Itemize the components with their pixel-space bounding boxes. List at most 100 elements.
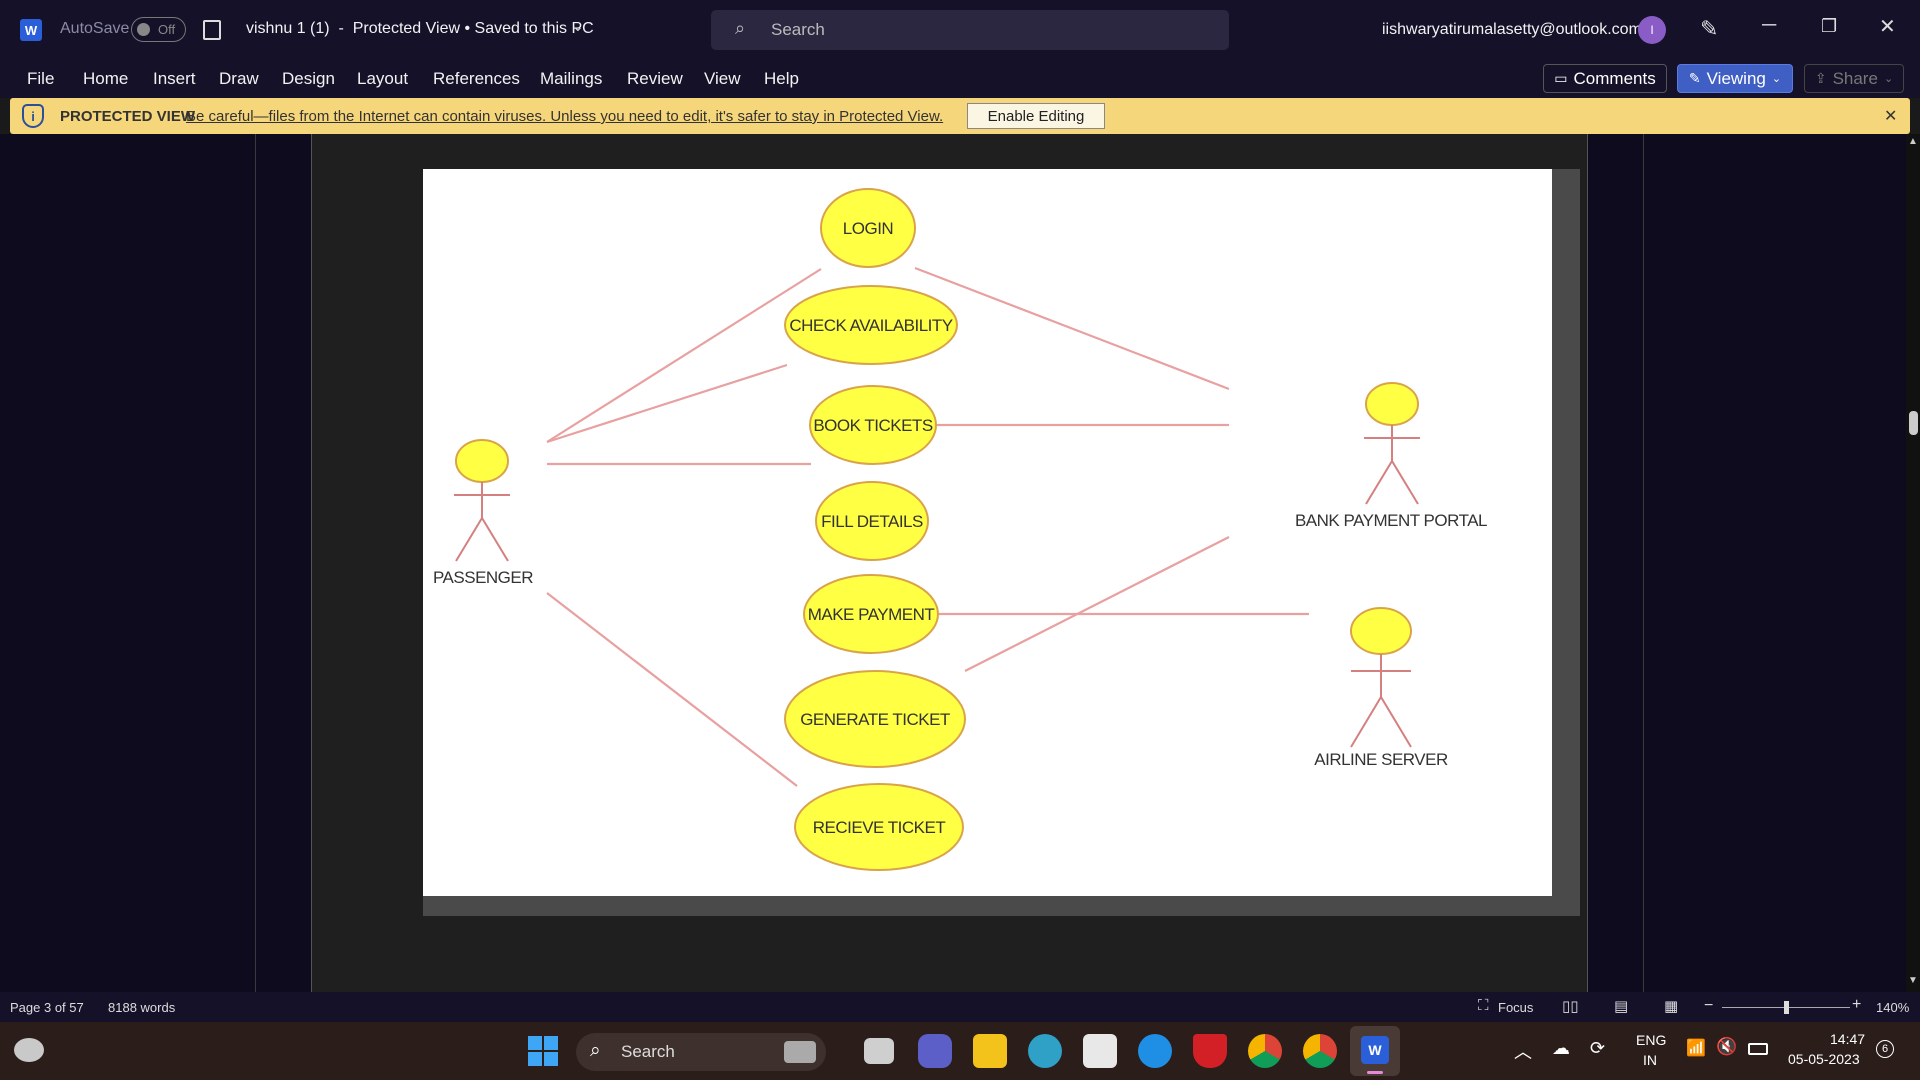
microsoft-store-icon[interactable] [1083,1034,1117,1068]
volume-muted-icon[interactable]: 🔇 [1716,1037,1738,1056]
web-layout-icon[interactable]: ▦ [1664,998,1679,1015]
usecase-check-availability-label: CHECK AVAILABILITY [789,316,952,335]
line-passenger-recieve-ticket [546,592,798,787]
usecase-book-tickets-label: BOOK TICKETS [813,416,932,435]
viewing-button[interactable]: ✎ Viewing ⌄ [1677,64,1793,93]
restore-icon[interactable]: ❐ [1821,16,1838,36]
tab-draw[interactable]: Draw [219,69,259,88]
protected-view-message[interactable]: Be careful—files from the Internet can c… [186,108,944,125]
start-button-icon[interactable] [528,1036,558,1066]
minimize-icon[interactable]: ─ [1762,14,1777,36]
clock-time[interactable]: 14:47 [1830,1031,1866,1047]
page-edge-left [311,134,312,992]
chrome-icon[interactable] [1248,1034,1282,1068]
shield-info-icon: i [22,104,44,128]
page-count[interactable]: Page 3 of 57 [10,1000,84,1015]
actor-bank-head [1365,382,1419,426]
help-icon[interactable] [1138,1034,1172,1068]
sync-icon[interactable]: ⟳ [1590,1038,1606,1058]
close-icon[interactable]: ✕ [1879,16,1896,38]
comment-icon: ▭ [1554,70,1568,86]
taskbar-search-box[interactable]: ⌕ Search [576,1033,826,1071]
print-layout-icon[interactable]: ▤ [1614,998,1629,1015]
usecase-recieve-ticket-label: RECIEVE TICKET [813,818,946,837]
word-count[interactable]: 8188 words [108,1000,176,1015]
avatar[interactable]: I [1638,16,1666,44]
usecase-recieve-ticket-ellipse [794,783,964,871]
tab-design[interactable]: Design [282,69,335,88]
usecase-login-ellipse [820,188,916,268]
document-title[interactable]: vishnu 1 (1) - Protected View • Saved to… [246,20,594,37]
enable-editing-button[interactable]: Enable Editing [967,103,1105,129]
tab-help[interactable]: Help [764,69,799,88]
onedrive-icon[interactable]: ☁ [1552,1038,1570,1058]
word-app-icon: W [1361,1036,1389,1064]
zoom-slider-thumb[interactable] [1784,1001,1789,1014]
weather-icon[interactable] [14,1038,44,1062]
tab-mailings[interactable]: Mailings [540,69,603,88]
tab-home[interactable]: Home [83,69,129,88]
mcafee-icon[interactable] [1193,1034,1227,1068]
zoom-out-icon[interactable]: − [1704,997,1714,1014]
tab-insert[interactable]: Insert [153,69,196,88]
actor-airline-head [1350,607,1412,655]
margin-guide-left [255,134,256,992]
usecase-generate-ticket-label: GENERATE TICKET [800,710,950,729]
tab-view[interactable]: View [704,69,741,88]
ribbon-tabs: File Home Insert Draw Design Layout Refe… [0,60,1920,98]
word-taskbar-active[interactable]: W [1350,1026,1400,1076]
focus-label[interactable]: Focus [1498,1000,1534,1015]
zoom-slider[interactable] [1722,1001,1850,1014]
usecase-generate-ticket-ellipse [784,670,966,768]
protected-view-bar: i PROTECTED VIEW Be careful—files from t… [10,98,1910,134]
clock-date[interactable]: 05-05-2023 [1788,1051,1860,1067]
task-view-icon[interactable] [864,1038,894,1064]
usecase-make-payment-ellipse [803,574,939,654]
autosave-toggle[interactable]: Off [131,17,186,42]
search-box[interactable]: ⌕ Search [711,10,1229,50]
chevron-down-icon[interactable]: ⌄ [572,18,584,34]
edge-browser-icon[interactable] [1028,1034,1062,1068]
actor-passenger-label: PASSENGER [433,568,533,587]
tab-references[interactable]: References [433,69,520,88]
line-generate-ticket-bank [964,536,1230,672]
battery-icon[interactable] [1748,1043,1768,1055]
account-email[interactable]: iishwaryatirumalasetty@outlook.com [1382,21,1642,38]
active-indicator [1367,1071,1383,1074]
zoom-in-icon[interactable]: + [1852,996,1862,1013]
read-mode-icon[interactable]: ▯▯ [1562,998,1579,1015]
scroll-thumb[interactable] [1909,411,1918,435]
language-primary[interactable]: ENG [1636,1032,1667,1048]
tab-review[interactable]: Review [627,69,683,88]
windows-taskbar: ⌕ Search W ︿ ☁ ⟳ ENG IN 📶 🔇 14:47 05-05-… [0,1022,1920,1080]
save-icon[interactable] [203,20,221,40]
vertical-scrollbar[interactable]: ▲ ▼ [1906,134,1920,992]
use-case-diagram[interactable]: LOGIN CHECK AVAILABILITY BOOK TICKETS FI… [423,169,1552,896]
autosave-state: Off [158,22,176,37]
scroll-down-icon[interactable]: ▼ [1908,975,1918,986]
search-icon: ⌕ [590,1040,601,1061]
status-bar: Page 3 of 57 8188 words ⛶ Focus ▯▯ ▤ ▦ −… [0,992,1920,1022]
tab-layout[interactable]: Layout [357,69,409,88]
notification-badge[interactable]: 6 [1876,1040,1894,1058]
wifi-icon[interactable]: 📶 [1686,1040,1706,1057]
focus-icon[interactable]: ⛶ [1478,997,1489,1014]
language-secondary[interactable]: IN [1643,1052,1657,1068]
share-button[interactable]: ⇪ Share ⌄ [1804,64,1904,93]
chevron-up-icon[interactable]: ︿ [1514,1042,1532,1062]
actor-passenger [454,439,510,562]
tab-file[interactable]: File [27,69,55,88]
actor-bank-label: BANK PAYMENT PORTAL [1295,511,1487,530]
word-app-icon[interactable]: W [20,19,42,41]
teams-chat-icon[interactable] [918,1034,952,1068]
usecase-book-tickets-ellipse [809,385,937,465]
comments-button[interactable]: ▭ Comments [1543,64,1667,93]
close-icon[interactable]: ✕ [1884,108,1898,125]
scroll-up-icon[interactable]: ▲ [1908,136,1918,147]
usecase-check-availability-ellipse [784,285,958,365]
pen-icon[interactable]: ✎ [1700,16,1719,41]
line-passenger-login [546,268,822,443]
file-explorer-icon[interactable] [973,1034,1007,1068]
chrome-profile-icon[interactable] [1303,1034,1337,1068]
zoom-level[interactable]: 140% [1876,1000,1910,1015]
